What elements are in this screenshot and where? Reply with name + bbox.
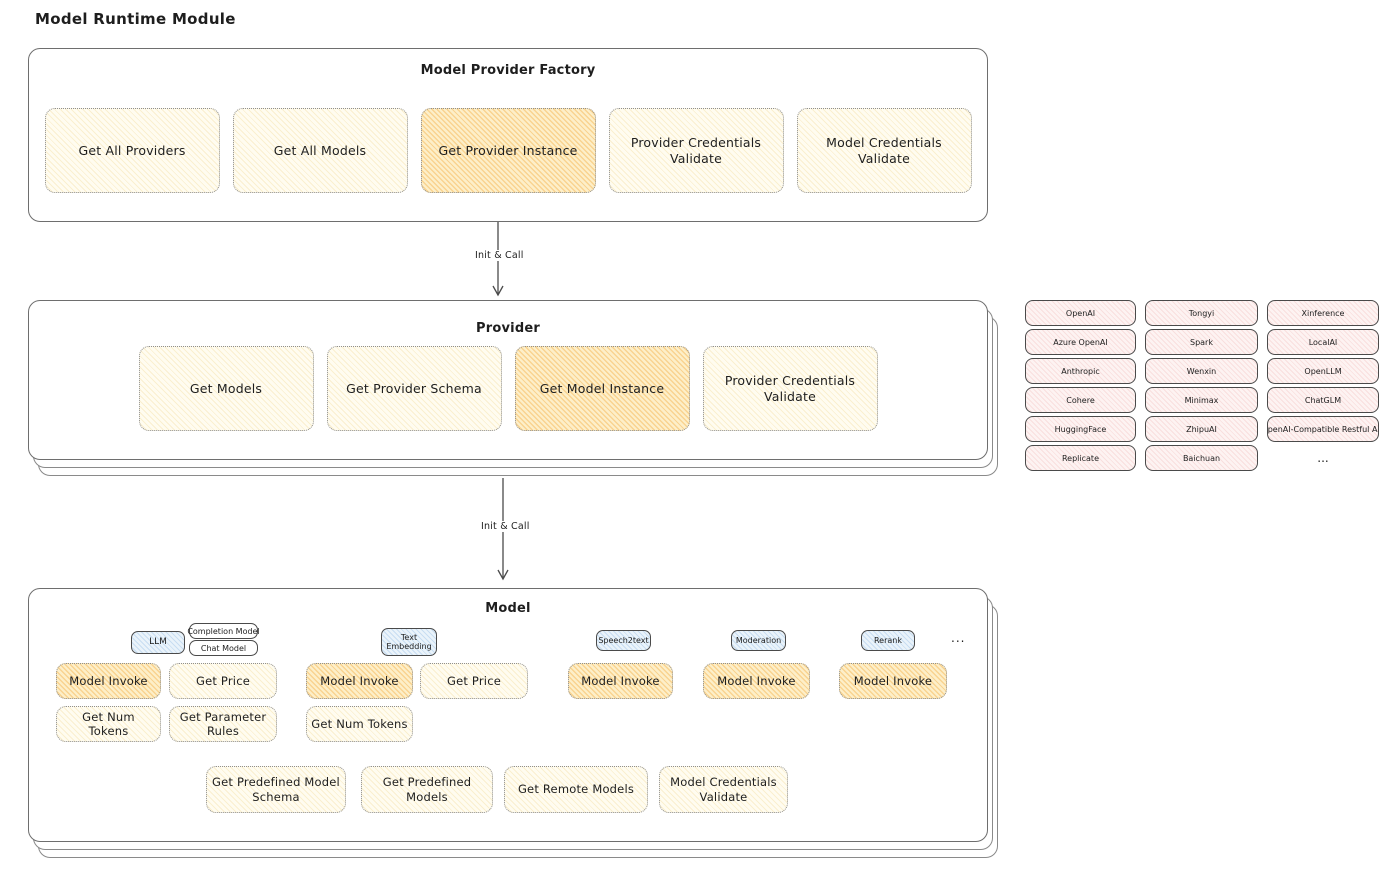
node-get-all-models: Get All Models	[232, 108, 408, 193]
diagram-title: Model Runtime Module	[35, 10, 236, 28]
chip-cohere: Cohere	[1025, 387, 1136, 413]
node-get-predefined-model-schema: Get Predefined Model Schema	[206, 766, 346, 813]
node-embedding-model-invoke: Model Invoke	[306, 663, 413, 699]
node-model-credentials-validate: Model Credentials Validate	[796, 108, 972, 193]
model-box-title: Model	[485, 601, 531, 616]
tags-ellipsis: ...	[951, 631, 966, 645]
chip-tongyi: Tongyi	[1145, 300, 1258, 326]
factory-buttons-row: Get All Providers Get All Models Get Pro…	[29, 108, 987, 193]
node-llm-model-invoke: Model Invoke	[56, 663, 161, 699]
node-get-provider-instance: Get Provider Instance	[420, 108, 596, 193]
chip-wenxin: Wenxin	[1145, 358, 1258, 384]
chip-openai-compatible: OpenAI-Compatible Restful API	[1267, 416, 1379, 442]
node-llm-get-num-tokens: Get Num Tokens	[56, 706, 161, 742]
chip-azure-openai: Azure OpenAI	[1025, 329, 1136, 355]
tag-speech2text: Speech2text	[596, 630, 651, 651]
provider-box: Provider Get Models Get Provider Schema …	[28, 300, 988, 460]
node-get-remote-models: Get Remote Models	[504, 766, 648, 813]
tag-moderation: Moderation	[731, 630, 786, 651]
node-model-credentials-validate-2: Model Credentials Validate	[659, 766, 788, 813]
node-llm-get-price: Get Price	[169, 663, 277, 699]
chip-localai: LocalAI	[1267, 329, 1379, 355]
model-box: Model LLM Completion Model Chat Model Te…	[28, 588, 988, 842]
arrow-label-init-call-bottom: Init & Call	[477, 521, 534, 532]
arrow-label-init-call-top: Init & Call	[471, 250, 528, 261]
node-get-models: Get Models	[138, 346, 314, 431]
chip-chatglm: ChatGLM	[1267, 387, 1379, 413]
node-speech2text-model-invoke: Model Invoke	[568, 663, 673, 699]
node-rerank-model-invoke: Model Invoke	[839, 663, 947, 699]
node-get-model-instance: Get Model Instance	[514, 346, 690, 431]
node-embedding-get-num-tokens: Get Num Tokens	[306, 706, 413, 742]
chip-openllm: OpenLLM	[1267, 358, 1379, 384]
tag-chat-model: Chat Model	[189, 640, 258, 656]
node-moderation-model-invoke: Model Invoke	[703, 663, 810, 699]
tag-rerank: Rerank	[861, 630, 915, 651]
node-get-all-providers: Get All Providers	[44, 108, 220, 193]
node-provider-credentials-validate: Provider Credentials Validate	[608, 108, 784, 193]
provider-buttons-row: Get Models Get Provider Schema Get Model…	[29, 346, 987, 431]
tag-completion-model: Completion Model	[187, 623, 260, 639]
tag-text-embedding: Text Embedding	[381, 628, 437, 656]
chip-spark: Spark	[1145, 329, 1258, 355]
chip-replicate: Replicate	[1025, 445, 1136, 471]
chip-openai: OpenAI	[1025, 300, 1136, 326]
factory-box: Model Provider Factory Get All Providers…	[28, 48, 988, 222]
chip-xinference: Xinference	[1267, 300, 1379, 326]
provider-box-title: Provider	[476, 321, 540, 336]
tag-llm: LLM	[131, 631, 185, 654]
node-get-predefined-models: Get Predefined Models	[361, 766, 493, 813]
node-provider-credentials-validate-2: Provider Credentials Validate	[702, 346, 878, 431]
chip-minimax: Minimax	[1145, 387, 1258, 413]
node-llm-get-parameter-rules: Get Parameter Rules	[169, 706, 277, 742]
chip-anthropic: Anthropic	[1025, 358, 1136, 384]
chip-zhipuai: ZhipuAI	[1145, 416, 1258, 442]
chip-baichuan: Baichuan	[1145, 445, 1258, 471]
node-get-provider-schema: Get Provider Schema	[326, 346, 502, 431]
factory-box-title: Model Provider Factory	[420, 63, 596, 78]
provider-list-grid: OpenAI Tongyi Xinference Azure OpenAI Sp…	[1025, 300, 1379, 471]
chip-huggingface: HuggingFace	[1025, 416, 1136, 442]
node-embedding-get-price: Get Price	[420, 663, 528, 699]
chip-grid-ellipsis: ...	[1317, 451, 1329, 465]
